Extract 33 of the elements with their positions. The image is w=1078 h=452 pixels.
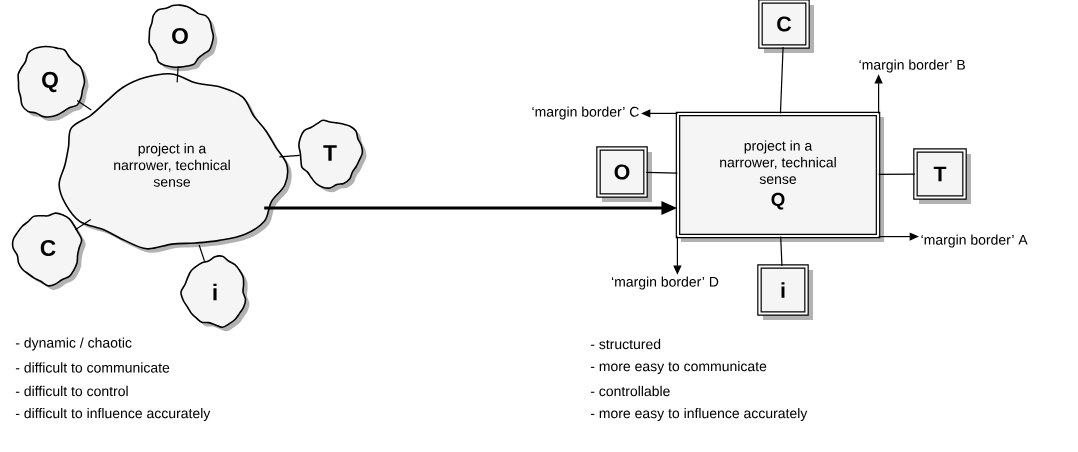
connector-line (176, 65, 179, 83)
margin-label: ‘margin border’ A (921, 234, 1028, 248)
connector-line (76, 99, 92, 111)
arrow (641, 109, 678, 118)
letter-box: O (596, 146, 652, 202)
margin-label: ‘margin border’ B (859, 59, 965, 73)
bullet-text: - difficult to communicate (15, 362, 170, 373)
bullet-text: - structured (590, 338, 661, 350)
letter-box: C (758, 0, 814, 53)
small-cloud: T (298, 119, 367, 193)
connector-line (198, 244, 206, 262)
letter-box: i (757, 264, 813, 320)
connector-line (645, 171, 678, 174)
margin-label: ‘margin border’ C (532, 106, 639, 120)
arrow (878, 232, 919, 241)
connector-line (74, 218, 92, 231)
small-cloud: O (148, 4, 218, 72)
small-cloud: i (180, 255, 250, 332)
letter-box: T (913, 148, 971, 204)
bullet-text: - difficult to control (15, 385, 128, 397)
bullet-text: - dynamic / chaotic (15, 337, 132, 351)
bullet-text: - more easy to influence accurately (590, 407, 808, 421)
bullet-text: - controllable (590, 385, 670, 397)
connector-line (278, 154, 301, 158)
small-cloud: C (11, 212, 86, 290)
small-cloud: Q (17, 45, 89, 121)
connector-line (780, 236, 783, 267)
connector-line (878, 173, 916, 175)
margin-label: ‘margin border’ D (611, 276, 719, 290)
connector-line (779, 46, 784, 114)
process-box: project in a narrower, technical sense Q (675, 111, 884, 242)
bullet-text: - more easy to communicate (590, 360, 767, 374)
bullet-text: - difficult to influence accurately (15, 407, 211, 421)
